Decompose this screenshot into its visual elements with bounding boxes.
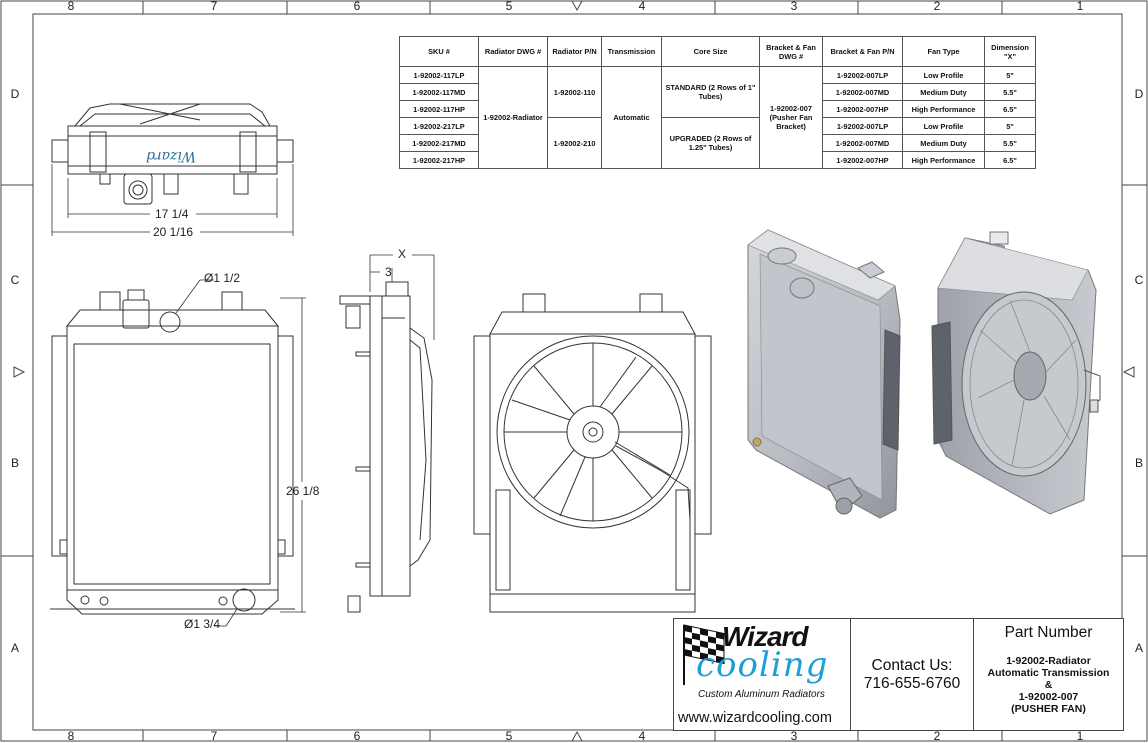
contact-label: Contact Us: (871, 656, 953, 674)
zone-label: 7 (210, 729, 218, 743)
table-row: 1-92002-117HP 1-92002-007HP High Perform… (399, 100, 1036, 118)
phone-number[interactable]: 716-655-6760 (863, 674, 961, 692)
table-row: 1-92002-117LP 1-92002-Radiator 1-92002-1… (399, 66, 1036, 169)
dim-width-outer: 20 1/16 (153, 225, 194, 239)
contact-section: Contact Us: 716-655-6760 (851, 619, 974, 730)
fan-type-cell: High Performance (902, 151, 985, 169)
col-header-bracket-dwg: Bracket & Fan DWG # (759, 36, 823, 67)
zone-label: 5 (505, 0, 513, 13)
radiator-dwg-cell: 1-92002-Radiator (478, 66, 548, 169)
part-number-line: Automatic Transmission (987, 667, 1110, 679)
logo-tagline: Custom Aluminum Radiators (698, 689, 825, 700)
zone-label: 2 (933, 0, 941, 13)
zone-label: A (10, 641, 19, 655)
dim-outlet-diameter: Ø1 3/4 (184, 617, 221, 631)
top-view-logo-text: Wizard (146, 148, 196, 164)
zone-label: C (1134, 273, 1144, 287)
col-header-dimension-x: Dimension "X" (984, 36, 1036, 67)
zone-label: 6 (353, 729, 361, 743)
part-number-line: (PUSHER FAN) (1011, 703, 1086, 715)
title-block: Wizard cooling Custom Aluminum Radiators… (673, 618, 1124, 731)
dim-height: 26 1/8 (286, 484, 320, 498)
part-number-section: Part Number 1-92002-Radiator Automatic T… (974, 619, 1123, 730)
company-logo: Wizard cooling Custom Aluminum Radiators… (674, 619, 851, 730)
radiator-pn-cell: 1-92002-110 (547, 66, 602, 118)
logo-text-wizard: Wizard (722, 621, 809, 652)
dim-width-inner: 17 1/4 (155, 207, 189, 221)
dim-inlet-diameter: Ø1 1/2 (204, 271, 241, 285)
zone-label: 4 (638, 0, 646, 13)
zone-label: B (1134, 456, 1143, 470)
part-number-line: 1-92002-007 (1018, 691, 1079, 703)
zone-label: 3 (790, 0, 798, 13)
radiator-pn-cell: 1-92002-210 (547, 117, 602, 169)
part-number-line: 1-92002-Radiator (1006, 655, 1091, 667)
zone-label: C (10, 273, 20, 287)
col-header-radiator-dwg: Radiator DWG # (478, 36, 548, 67)
sku-cell: 1-92002-217HP (399, 151, 479, 169)
col-header-transmission: Transmission (601, 36, 662, 67)
zone-label: 8 (67, 0, 75, 13)
sku-spec-table: SKU # Radiator DWG # Radiator P/N Transm… (399, 36, 1036, 169)
zone-label: 2 (933, 729, 941, 743)
zone-label: D (1134, 87, 1144, 101)
zone-label: A (1134, 641, 1143, 655)
zone-label: 3 (790, 729, 798, 743)
col-header-sku: SKU # (399, 36, 479, 67)
zone-label: B (10, 456, 19, 470)
website-url[interactable]: www.wizardcooling.com (678, 710, 832, 726)
zone-label: 7 (210, 0, 218, 13)
dim-x-label: X (398, 247, 407, 261)
table-row: 1-92002-117MD 1-92002-007MD Medium Duty … (399, 83, 1036, 101)
transmission-cell: Automatic (601, 66, 662, 169)
part-number-line: & (1044, 679, 1053, 691)
zone-label: 1 (1076, 729, 1084, 743)
zone-label: 5 (505, 729, 513, 743)
zone-label: 1 (1076, 0, 1084, 13)
zone-label: 4 (638, 729, 646, 743)
dimension-x-cell: 6.5" (984, 151, 1036, 169)
table-row: 1-92002-217HP 1-92002-007HP High Perform… (399, 151, 1036, 169)
part-number-title: Part Number (1004, 624, 1093, 641)
col-header-core-size: Core Size (661, 36, 760, 67)
logo-text-cooling: cooling (696, 645, 829, 685)
zone-label: 8 (67, 729, 75, 743)
core-size-cell: STANDARD (2 Rows of 1" Tubes) (661, 66, 760, 118)
dim-depth: 3 (385, 265, 392, 279)
zone-label: D (10, 87, 20, 101)
core-size-cell: UPGRADED (2 Rows of 1.25" Tubes) (661, 117, 760, 169)
checkered-flag-icon (683, 624, 725, 686)
zone-label: 6 (353, 0, 361, 13)
